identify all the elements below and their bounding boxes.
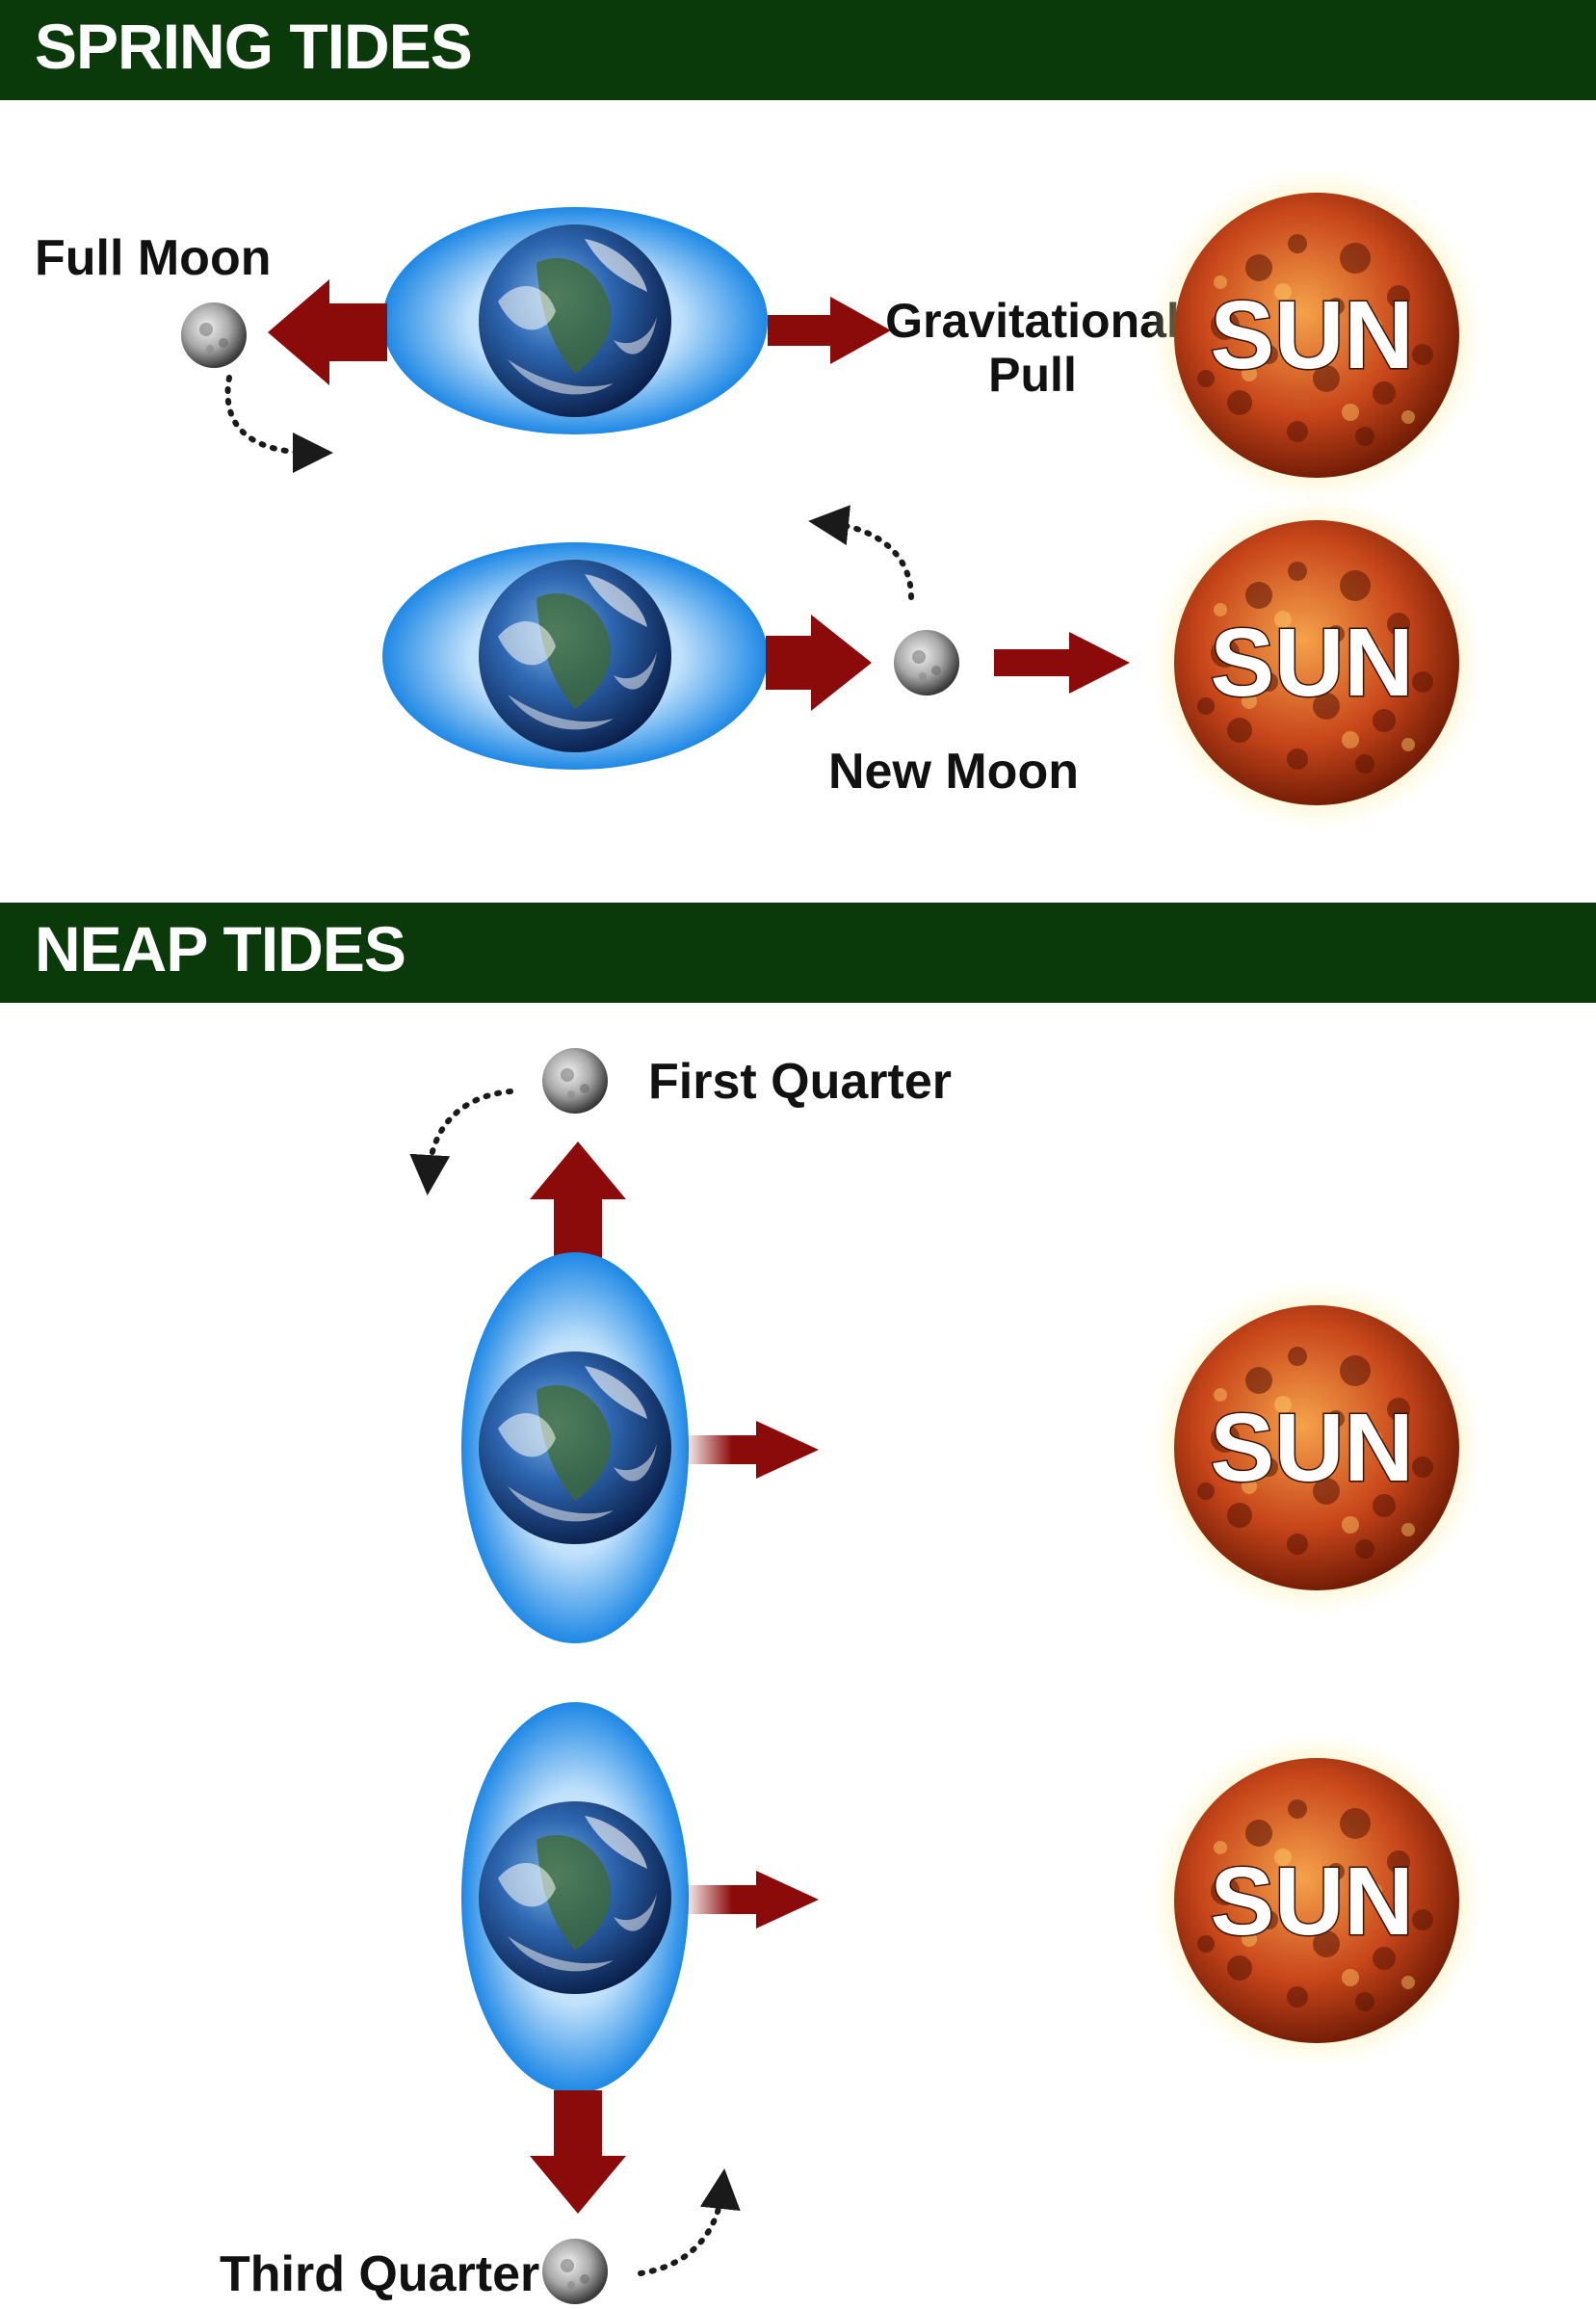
- first-quarter-orbit-arrow: [409, 1089, 513, 1195]
- neap-tides-banner: NEAP TIDES: [0, 903, 1596, 1003]
- gravitational-pull-label-line1: Gravitational: [885, 294, 1180, 348]
- third-quarter-moon-icon: [542, 2239, 608, 2304]
- gravitational-pull-label-line2: Pull: [988, 348, 1077, 402]
- earth-icon: [479, 1801, 671, 1994]
- new-moon-orbit-arrow: [808, 505, 914, 600]
- third-quarter-orbit-arrow: [638, 2168, 741, 2276]
- sun-label: SUN: [1210, 1848, 1413, 1955]
- first-quarter-moon-icon: [542, 1048, 608, 1114]
- new-moon-earth-arrow: [766, 615, 872, 711]
- neap-tides-heading: NEAP TIDES: [35, 913, 406, 984]
- earth-icon: [479, 224, 671, 417]
- sun-label: SUN: [1210, 1394, 1413, 1502]
- new-moon-sun-arrow: [994, 632, 1130, 694]
- spring-tides-banner: SPRING TIDES: [0, 0, 1596, 100]
- third-quarter-sun-pull-arrow: [686, 1871, 819, 1929]
- first-quarter-pull-arrow: [530, 1141, 626, 1262]
- full-moon-icon: [181, 302, 247, 368]
- earth-icon: [479, 1351, 671, 1544]
- gravitational-pull-arrow: [768, 297, 891, 364]
- third-quarter-label: Third Quarter: [220, 2246, 539, 2302]
- full-moon-pull-arrow: [268, 279, 387, 385]
- first-quarter-label: First Quarter: [648, 1054, 952, 1110]
- earth-icon: [479, 560, 671, 752]
- full-moon-label: Full Moon: [35, 230, 271, 286]
- third-quarter-pull-arrow: [530, 2090, 626, 2214]
- new-moon-label: New Moon: [828, 744, 1079, 800]
- sun-label: SUN: [1210, 281, 1413, 389]
- full-moon-orbit-arrow: [224, 375, 333, 473]
- spring-tides-heading: SPRING TIDES: [35, 11, 473, 82]
- new-moon-icon: [894, 630, 959, 695]
- first-quarter-sun-pull-arrow: [686, 1421, 819, 1479]
- sun-label: SUN: [1210, 609, 1413, 717]
